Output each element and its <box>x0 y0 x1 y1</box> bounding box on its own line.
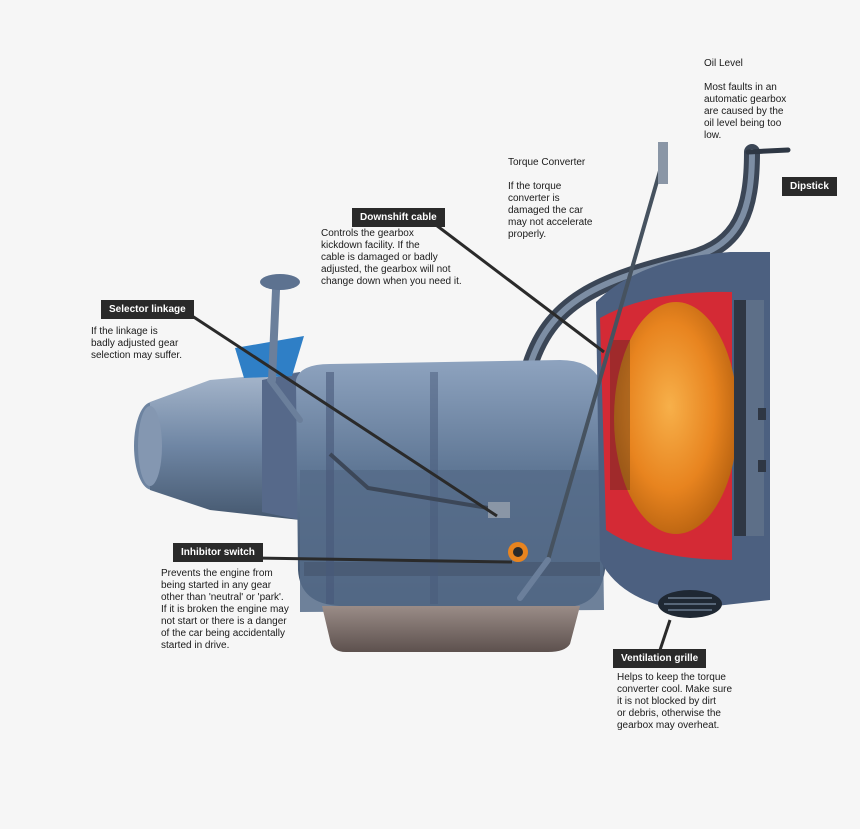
selector-linkage-label: Selector linkage <box>101 300 194 319</box>
oil-level-text: Most faults in an automatic gearbox are … <box>704 82 787 141</box>
ventilation-grille-label: Ventilation grille <box>613 649 707 668</box>
inhibitor-switch-body <box>508 542 528 562</box>
leader-lines <box>185 220 672 651</box>
torque-converter-title: Torque Converter <box>508 157 586 168</box>
gearbox-casing <box>296 360 606 612</box>
oil-level-title: Oil Level <box>704 58 743 69</box>
inhibitor-switch-label: Inhibitor switch <box>173 543 263 562</box>
tail-housing <box>134 372 300 520</box>
oil-sump <box>322 606 580 652</box>
selector-lever <box>235 274 304 423</box>
dipstick-label: Dipstick <box>782 177 837 196</box>
downshift-cable-text: Controls the gearbox kickdown facility. … <box>321 228 462 287</box>
downshift-cable-rod <box>517 142 668 601</box>
downshift-cable-label: Downshift cable <box>352 208 445 227</box>
ring-gear <box>734 300 766 536</box>
ventilation-grille-vent <box>658 590 722 618</box>
ventilation-grille-text: Helps to keep the torque converter cool.… <box>617 672 733 731</box>
selector-linkage-text: If the linkage is badly adjusted gear se… <box>91 326 182 361</box>
torque-converter <box>610 302 738 534</box>
torque-converter-text: If the torque converter is damaged the c… <box>508 181 593 240</box>
oil-level-callout: Oil Level Most faults in an automatic ge… <box>704 46 786 142</box>
torque-converter-callout: Torque Converter If the torque converter… <box>508 145 593 241</box>
inhibitor-switch-text: Prevents the engine from being started i… <box>161 568 289 651</box>
